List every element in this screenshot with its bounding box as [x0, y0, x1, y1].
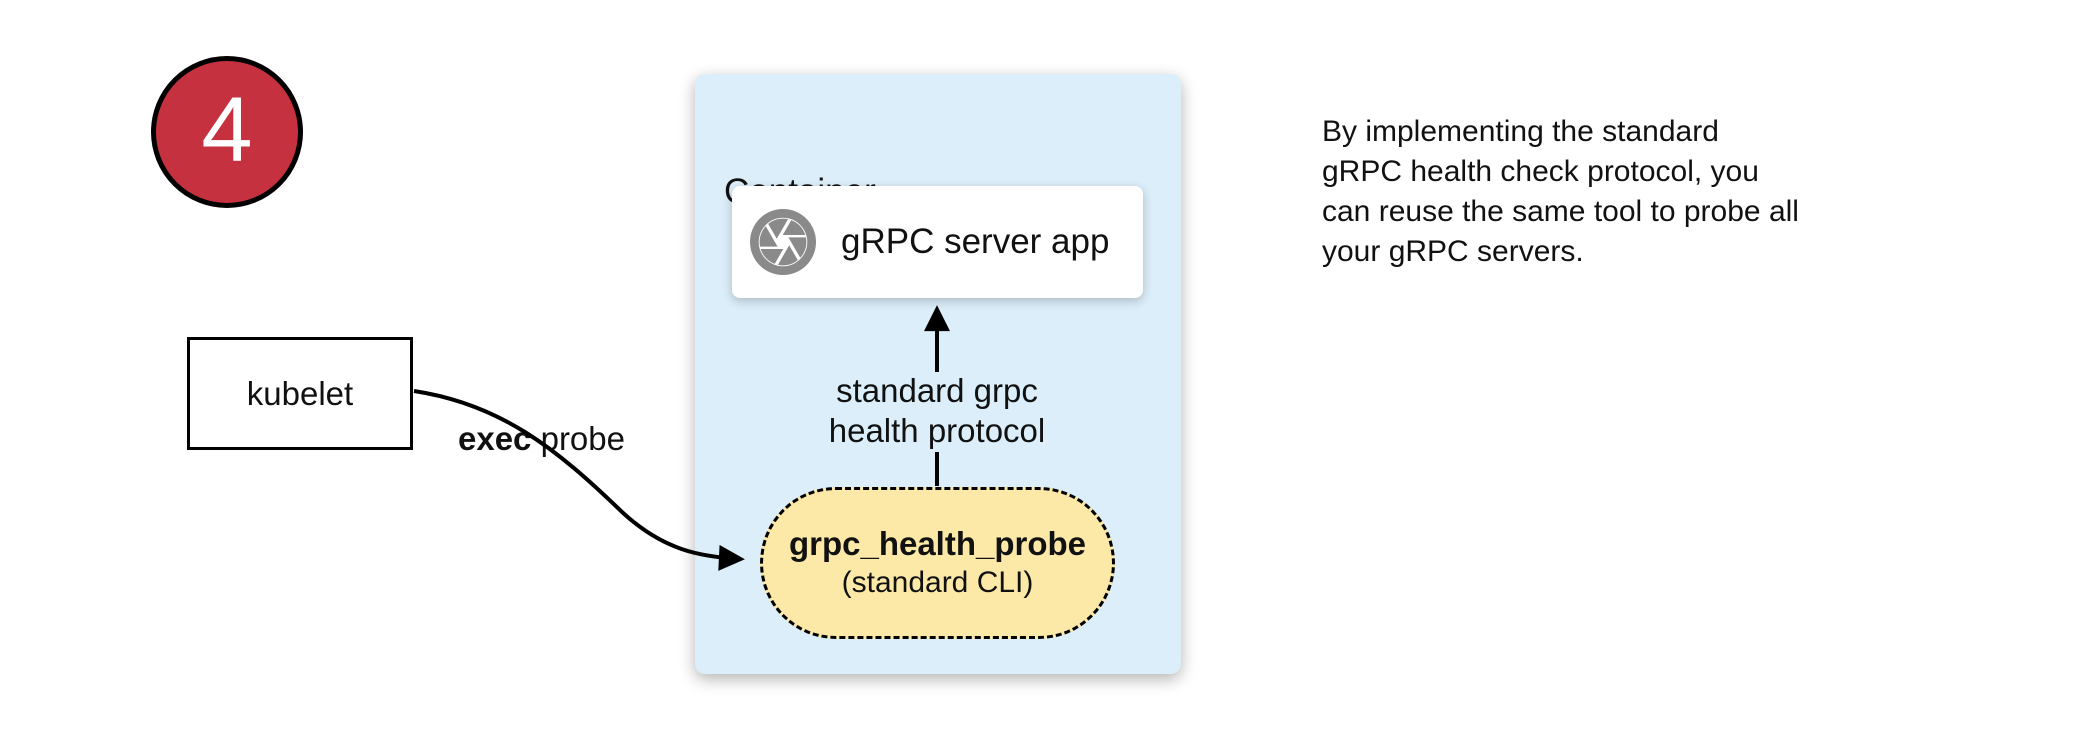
- grpc-health-probe-subtitle: (standard CLI): [841, 566, 1034, 599]
- grpc-server-label: gRPC server app: [841, 222, 1110, 261]
- side-note: By implementing the standard gRPC health…: [1322, 115, 1799, 268]
- exec-probe-label: exec probe: [458, 420, 625, 458]
- step-number: 4: [201, 79, 253, 181]
- exec-probe-arrow: [413, 389, 745, 571]
- step-badge: 4: [151, 56, 303, 208]
- exec-probe-label-rest: probe: [531, 420, 625, 457]
- health-protocol-label: standard grpc health protocol: [828, 372, 1046, 449]
- aperture-icon: [750, 209, 816, 275]
- grpc-health-probe-node: grpc_health_probe (standard CLI): [760, 487, 1115, 639]
- grpc-server-node: gRPC server app: [732, 186, 1143, 298]
- kubelet-node: kubelet: [187, 337, 413, 450]
- kubelet-label: kubelet: [246, 374, 354, 412]
- grpc-health-probe-title: grpc_health_probe: [788, 525, 1087, 562]
- exec-probe-label-bold: exec: [458, 420, 532, 457]
- container-node: Container gRPC server app standard grpc …: [695, 74, 1181, 674]
